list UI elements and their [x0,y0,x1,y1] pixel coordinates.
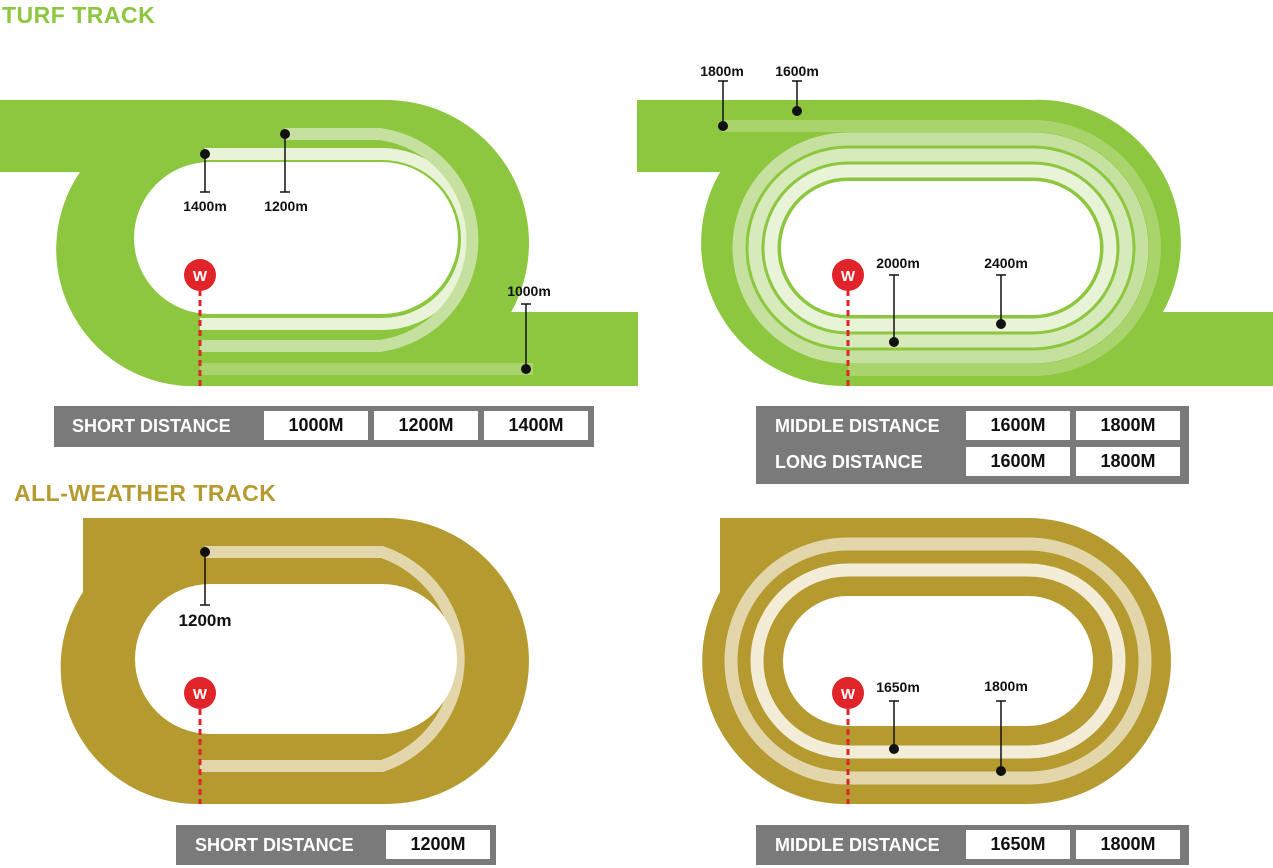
marker-1000-label: 1000m [507,283,551,299]
distance-cell: 1650M [966,830,1070,859]
turf-short-infield [134,162,458,314]
short-distance-label: SHORT DISTANCE [195,835,354,855]
marker-1000-dot [521,364,531,374]
marker-1650-label: 1650m [876,679,920,695]
all-weather-short-track: 1200m W [60,518,529,805]
middle-distance-label: MIDDLE DISTANCE [775,416,940,436]
winning-post-icon [832,259,864,291]
aw-short-infield [135,584,457,734]
turf-middle-lane-inner [764,164,1117,332]
marker-1200-dot [280,129,290,139]
distance-cell: 1800M [1076,447,1180,476]
marker-2400-label: 2400m [984,255,1028,271]
marker-1650-dot [889,744,899,754]
distance-cell: 1000M [264,411,368,440]
marker-1600-dot [792,106,802,116]
marker-1400-dot [200,149,210,159]
middle-distance-label: MIDDLE DISTANCE [775,835,940,855]
turf-middle-track: 1800m 1600m 2000m 2400m W [637,63,1273,387]
aw-short-distance-table: SHORT DISTANCE 1200M [176,825,496,865]
marker-1200-dot [200,547,210,557]
distance-cell: 1800M [1076,830,1180,859]
all-weather-middle-track: 1650m 1800m W [702,518,1171,805]
turf-middle-lane-third [732,132,1149,364]
winning-post-label: W [841,686,856,703]
aw-middle-infield [783,596,1093,726]
turf-short-track: 1400m 1200m 1000m W [0,100,638,387]
marker-1800-dot [718,121,728,131]
marker-2400-dot [996,319,1006,329]
winning-post-label: W [193,686,208,703]
turf-middle-long-distance-table: MIDDLE DISTANCE 1600M 1800M LONG DISTANC… [756,406,1189,484]
marker-1400-label: 1400m [183,198,227,214]
distance-cell: 1600M [966,447,1070,476]
turf-short-distance-table: SHORT DISTANCE 1000M 1200M 1400M [54,406,594,447]
winning-post-label: W [193,268,208,285]
winning-post-icon [184,259,216,291]
distance-cell: 1600M [966,411,1070,440]
turf-short-lane-middle [200,128,479,352]
turf-middle-infield [781,181,1100,315]
aw-short-lane [200,546,465,772]
turf-middle-lane-second [748,148,1133,348]
distance-cell: 1200M [374,411,478,440]
marker-2000-dot [889,337,899,347]
turf-middle-lane-outer [722,120,1161,376]
winning-post-label: W [841,268,856,285]
aw-middle-distance-table: MIDDLE DISTANCE 1650M 1800M [756,825,1189,865]
aw-middle-lane-outer [724,537,1152,785]
marker-1200-label: 1200m [179,611,232,630]
winning-post-icon [832,677,864,709]
marker-1600-label: 1600m [775,63,819,79]
turf-track-title: TURF TRACK [2,2,156,28]
all-weather-track-title: ALL-WEATHER TRACK [14,480,277,506]
marker-1800-dot [996,766,1006,776]
distance-cell: 1800M [1076,411,1180,440]
distance-cell: 1200M [386,830,490,859]
winning-post-icon [184,677,216,709]
marker-1800-label: 1800m [700,63,744,79]
marker-1200-label: 1200m [264,198,308,214]
marker-2000-label: 2000m [876,255,920,271]
long-distance-label: LONG DISTANCE [775,452,923,472]
marker-1800-label: 1800m [984,678,1028,694]
aw-middle-lane-inner [750,563,1126,759]
distance-cell: 1400M [484,411,588,440]
short-distance-label: SHORT DISTANCE [72,416,231,436]
